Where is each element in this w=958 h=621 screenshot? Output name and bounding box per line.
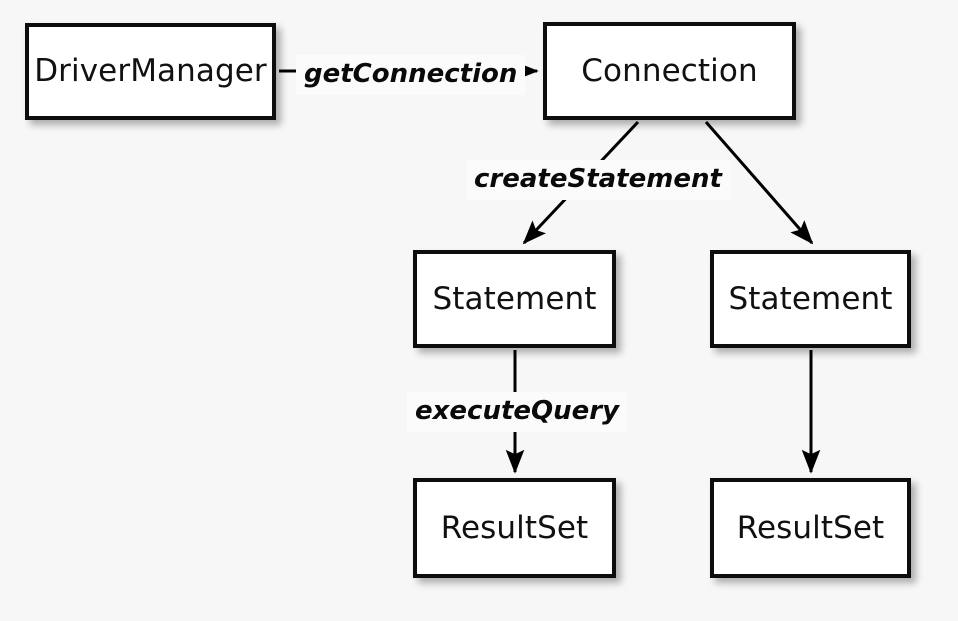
edge-label-getconnection: getConnection [296,55,526,95]
node-drivermanager[interactable]: DriverManager [25,23,276,120]
edge-label-createstatement: createStatement [466,160,730,200]
node-label-connection: Connection [581,52,758,89]
node-label-drivermanager: DriverManager [34,53,267,89]
edge-label-executequery: executeQuery [407,392,628,432]
node-label-resultset-2: ResultSet [736,509,885,546]
node-statement-1[interactable]: Statement [413,250,616,348]
node-label-statement-2: Statement [728,280,893,317]
node-resultset-1[interactable]: ResultSet [413,478,616,578]
node-label-resultset-1: ResultSet [440,509,589,546]
node-resultset-2[interactable]: ResultSet [710,478,911,578]
edge-connection-to-statement-2 [704,121,814,245]
node-connection[interactable]: Connection [543,22,796,120]
node-label-statement-1: Statement [432,280,597,317]
node-statement-2[interactable]: Statement [710,250,911,348]
